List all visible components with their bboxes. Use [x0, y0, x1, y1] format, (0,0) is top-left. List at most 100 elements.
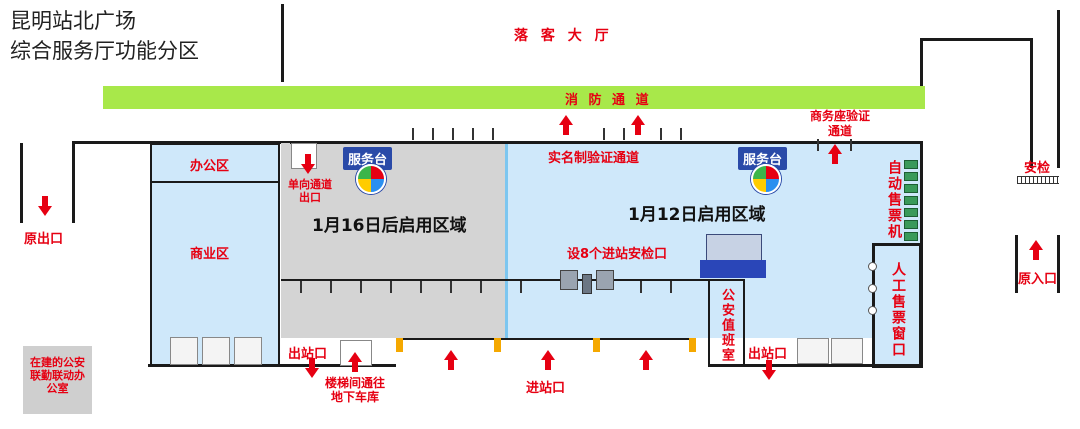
exit-right-label: 出站口: [748, 347, 788, 362]
gate-sec-2: [330, 281, 332, 293]
gate-sec-5: [420, 281, 422, 293]
wall-left-v2: [72, 143, 75, 223]
security-check-fence: [1017, 176, 1059, 184]
gate-sec-3: [360, 281, 362, 293]
east-locker-2: [831, 338, 863, 364]
arrow-up-entrance-3: [639, 350, 653, 370]
security-entries-label: 设8个进站安检口: [567, 247, 668, 262]
wall-top-right: [920, 38, 923, 88]
police-left-wall: [708, 281, 710, 366]
ticket-machine-2: [904, 172, 918, 181]
wall-left-v: [20, 143, 23, 223]
office-zone-label: 办公区: [190, 159, 230, 174]
business-locker-3: [234, 337, 262, 365]
service-logo-east-icon: [751, 164, 781, 194]
real-name-channel-label: 实名制验证通道: [548, 151, 640, 166]
gate-sec-1: [300, 281, 302, 293]
construction-office: [23, 346, 92, 414]
wall-right-entry-v2: [1057, 235, 1060, 293]
east-zone-divider: [505, 143, 508, 338]
west-zone-label: 1月16日后启用区域: [312, 216, 467, 236]
gate-top-4: [472, 128, 474, 140]
gate-top-7: [623, 128, 625, 140]
window-dot-1: [868, 262, 877, 271]
arrow-down-one-way: [301, 154, 315, 174]
wall-top-right-h: [920, 38, 1032, 41]
east-zone-label: 1月12日启用区域: [628, 205, 766, 225]
arrival-hall-label: 落 客 大 厅: [514, 28, 613, 44]
gate-top-5: [492, 128, 494, 140]
security-scanner-icon: [560, 262, 620, 296]
map-title-line2: 综合服务厅功能分区: [10, 39, 199, 63]
stairs-text: 楼梯间通往地下车库: [325, 376, 386, 404]
map-title: 昆明站北广场 综合服务厅功能分区: [10, 6, 199, 66]
west-zone: [281, 143, 507, 338]
police-room-label: 公安值班室: [719, 288, 734, 363]
stairs-label: 楼梯间通往地下车库: [325, 376, 385, 404]
gate-biz-1: [817, 139, 819, 151]
window-dot-2: [868, 284, 877, 293]
one-way-exit-text: 单向通道出口: [288, 178, 332, 204]
ticket-machine-5: [904, 208, 918, 217]
arrow-up-fire-1: [559, 115, 573, 135]
manual-ticket-window: [872, 243, 922, 368]
ticket-machine-6: [904, 220, 918, 229]
construction-office-label: 在建的公安联勤联动办公室: [25, 356, 90, 395]
service-desk-west: 服务台: [343, 147, 393, 170]
arrow-up-entrance-2: [541, 350, 555, 370]
gate-sec-6: [450, 281, 452, 293]
wall-security-line: [281, 279, 701, 281]
arrow-up-entrance-1: [444, 350, 458, 370]
gate-top-3: [452, 128, 454, 140]
fire-lane-label: 消 防 通 道: [565, 93, 652, 108]
post-2: [494, 338, 501, 352]
gate-sec-10: [670, 281, 672, 293]
wall-inner-top: [290, 141, 920, 144]
arrow-up-fire-2: [631, 115, 645, 135]
wall-top-main-h1: [72, 141, 290, 144]
police-right-wall: [743, 281, 745, 366]
arrow-down-old-exit: [38, 196, 52, 216]
old-exit-label: 原出口: [24, 232, 64, 247]
construction-office-text: 在建的公安联勤联动办公室: [30, 356, 85, 395]
police-top-wall: [700, 279, 745, 281]
arrow-down-exit-left: [305, 358, 319, 378]
old-entrance-label: 原入口: [1018, 272, 1058, 287]
ticket-machine-4: [904, 196, 918, 205]
business-seat-text: 商务座验证通道: [810, 109, 871, 138]
gate-sec-7: [480, 281, 482, 293]
one-way-exit-label: 单向通道出口: [283, 178, 337, 204]
arrow-up-old-entrance: [1029, 240, 1043, 260]
arrow-down-exit-right: [762, 360, 776, 380]
fire-lane: [103, 86, 925, 109]
ticket-machine-7: [904, 232, 918, 241]
gate-top-6: [603, 128, 605, 140]
ticket-machine-3: [904, 184, 918, 193]
gate-sec-8: [520, 281, 522, 293]
ticket-machine-1: [904, 160, 918, 169]
wall-bottom-east: [708, 364, 922, 367]
arrow-up-business: [828, 144, 842, 164]
service-desk-east: 服务台: [738, 147, 788, 170]
gate-sec-4: [390, 281, 392, 293]
post-3: [593, 338, 600, 352]
gate-top-9: [680, 128, 682, 140]
wall-right-outer-v: [1030, 38, 1033, 168]
arrow-up-stairs: [348, 352, 362, 372]
gate-top-1: [412, 128, 414, 140]
gate-top-8: [660, 128, 662, 140]
east-locker-1: [797, 338, 829, 364]
exit-left-label: 出站口: [288, 347, 328, 362]
post-1: [396, 338, 403, 352]
wall-far-right: [1057, 10, 1060, 168]
wall-right-entry-v: [1015, 235, 1018, 293]
wall-top-left: [281, 4, 284, 82]
business-zone-label: 商业区: [190, 247, 230, 262]
business-seat-label: 商务座验证通道: [810, 109, 870, 139]
window-dot-3: [868, 306, 877, 315]
business-locker-1: [170, 337, 198, 365]
gate-sec-9: [640, 281, 642, 293]
gate-biz-2: [850, 139, 852, 151]
gate-top-2: [432, 128, 434, 140]
business-locker-2: [202, 337, 230, 365]
